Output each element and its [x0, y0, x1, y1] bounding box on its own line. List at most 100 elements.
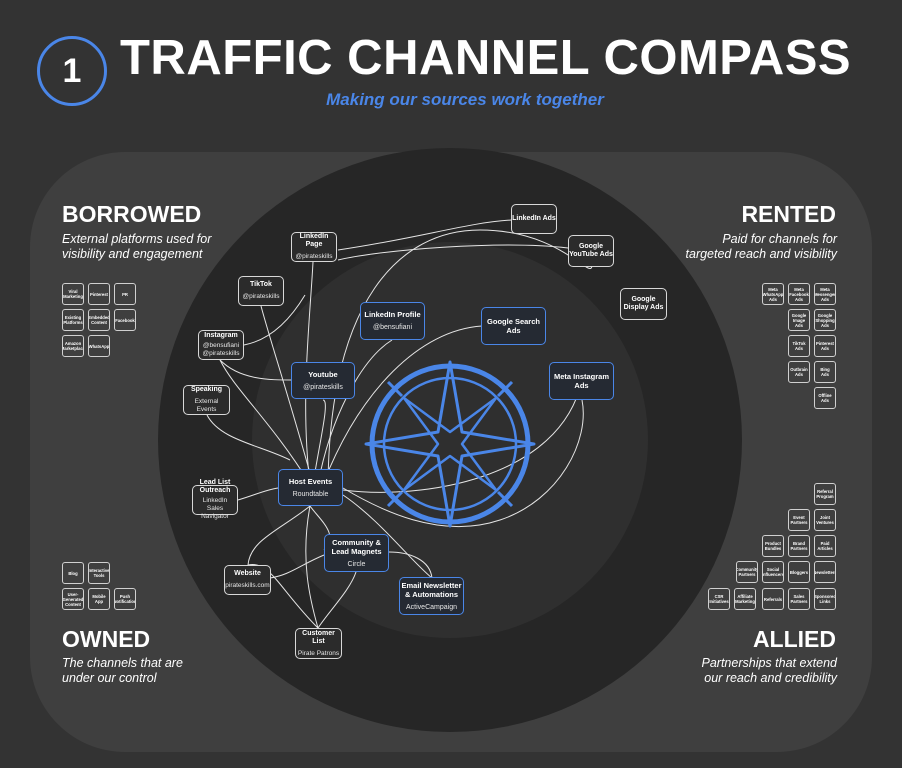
node-title: LinkedIn Page [299, 233, 329, 248]
mini-tile-allied[interactable]: Sponsored Links [814, 588, 836, 610]
mini-tile-borrowed[interactable]: Embedded Content [88, 309, 110, 331]
node-subtitle: @pirateskills [295, 253, 333, 260]
compass-star-diagonal [402, 396, 498, 492]
mini-tile-borrowed[interactable]: Existing Platforms [62, 309, 84, 331]
node-subtitle: pirateskills.com [225, 582, 270, 589]
node-google-youtube-ads[interactable]: Google YouTube Ads [568, 235, 614, 267]
node-title: LinkedIn Profile [364, 310, 421, 319]
node-linkedin-profile[interactable]: LinkedIn Profile @bensufiani [360, 302, 425, 340]
node-subtitle: ActiveCampaign [406, 603, 457, 611]
mini-tile-allied[interactable]: Referrals [762, 588, 784, 610]
borrowed-desc-line1: External platforms used for [62, 232, 212, 246]
node-instagram[interactable]: Instagram @bensufiani @pirateskills [198, 330, 244, 360]
node-youtube[interactable]: Youtube @pirateskills [291, 362, 355, 399]
node-subtitle: External Events [194, 398, 219, 413]
node-speaking[interactable]: Speaking External Events [183, 385, 230, 415]
mini-tile-allied[interactable]: Event Partners [788, 509, 810, 531]
mini-tile-allied[interactable]: Brand Partners [788, 535, 810, 557]
node-website[interactable]: Website pirateskills.com [224, 565, 271, 595]
node-subtitle: Roundtable [292, 490, 329, 498]
node-title: Meta Instagram Ads [553, 372, 610, 390]
mini-tile-allied[interactable]: Affiliate Marketing [734, 588, 756, 610]
owned-desc-line1: The channels that are [62, 656, 183, 670]
mini-tile-borrowed[interactable]: Facebook [114, 309, 136, 331]
node-lead-list-outreach[interactable]: Lead List Outreach LinkedIn Sales Naviga… [192, 479, 238, 520]
mini-tile-borrowed[interactable]: WhatsApp [88, 335, 110, 357]
owned-desc-line2: under our control [62, 671, 157, 685]
node-tiktok[interactable]: TikTok @pirateskills [238, 276, 284, 306]
mini-tile-rented[interactable]: Google Image Ads [788, 309, 810, 331]
node-community-lead-magnets[interactable]: Community & Lead Magnets Circle [324, 534, 389, 572]
node-title: Speaking [190, 386, 223, 393]
mini-tile-allied[interactable]: Social Influencers [762, 561, 784, 583]
mini-tile-allied[interactable]: CSR Initiatives [708, 588, 730, 610]
mini-tile-allied[interactable]: Joint Ventures [814, 509, 836, 531]
mini-tile-owned[interactable]: Mobile App [88, 588, 110, 610]
node-subtitle: @bensufiani [202, 342, 240, 349]
rented-title: RENTED [741, 201, 836, 227]
borrowed-description: External platforms used for visibility a… [62, 232, 211, 262]
mini-tile-rented[interactable]: Pinterest Ads [814, 335, 836, 357]
mini-tile-borrowed[interactable]: Viral Marketing [62, 283, 84, 305]
page-subtitle: Making our sources work together [326, 90, 604, 109]
mini-tile-rented[interactable]: Meta WhatsApp Ads [762, 283, 784, 305]
node-title: Customer List [302, 629, 335, 645]
node-subtitle: @bensufiani [372, 324, 413, 331]
node-google-display-ads[interactable]: Google Display Ads [620, 288, 667, 320]
mini-tile-rented[interactable]: Outbrain Ads [788, 361, 810, 383]
mini-tile-borrowed[interactable]: PR [114, 283, 136, 305]
mini-tile-owned[interactable]: Blog [62, 562, 84, 584]
mini-tile-borrowed[interactable]: Amazon Marketplace [62, 335, 84, 357]
node-subtitle: Circle [347, 560, 366, 568]
compass-tick [386, 380, 404, 398]
node-meta-instagram-ads[interactable]: Meta Instagram Ads [549, 362, 614, 400]
node-title: Google Search Ads [487, 317, 540, 335]
node-subtitle: @pirateskills [202, 350, 240, 357]
compass-rose [364, 360, 536, 528]
mini-tile-rented[interactable]: Google Shopping Ads [814, 309, 836, 331]
rented-description: Paid for channels for targeted reach and… [686, 232, 837, 262]
node-linkedin-page[interactable]: LinkedIn Page @pirateskills [291, 232, 337, 262]
step-number-badge: 1 [37, 36, 107, 106]
mini-tile-allied[interactable]: Bloggers [788, 561, 810, 583]
node-customer-list[interactable]: Customer List Pirate Patrons [295, 628, 342, 659]
allied-title: ALLIED [752, 626, 836, 652]
mini-tile-allied[interactable]: Sales Partners [788, 588, 810, 610]
mini-tile-allied[interactable]: Product Bundles [762, 535, 784, 557]
node-host-events[interactable]: Host Events Roundtable [278, 469, 343, 506]
mini-tile-borrowed[interactable]: Pinterest [88, 283, 110, 305]
mini-tile-owned[interactable]: Push Notification [114, 588, 136, 610]
node-google-search-ads[interactable]: Google Search Ads [481, 307, 546, 345]
node-title: Lead List Outreach [199, 479, 231, 494]
node-linkedin-ads[interactable]: LinkedIn Ads [511, 204, 557, 234]
node-subtitle: LinkedIn Sales Navigator [201, 497, 229, 520]
mini-tile-rented[interactable]: TikTok Ads [788, 335, 810, 357]
mini-tile-rented[interactable]: Bing Ads [814, 361, 836, 383]
mini-tile-rented[interactable]: Meta Facebook Ads [788, 283, 810, 305]
mini-tile-rented[interactable]: Offline Ads [814, 387, 836, 409]
mini-tile-allied[interactable]: Paid Articles [814, 535, 836, 557]
page-title: TRAFFIC CHANNEL COMPASS [120, 31, 852, 85]
rented-desc-line2: targeted reach and visibility [685, 247, 837, 261]
node-title: Instagram [204, 332, 238, 339]
node-title: Website [234, 570, 261, 577]
node-subtitle: @pirateskills [303, 383, 343, 391]
node-title: Host Events [288, 476, 333, 486]
node-email-newsletter[interactable]: Email Newsletter & Automations ActiveCam… [399, 577, 464, 615]
mini-tile-rented[interactable]: Meta Messenger Ads [814, 283, 836, 305]
mini-tile-owned[interactable]: User-Generated Content [62, 588, 84, 610]
mini-tile-owned[interactable]: Interactive Tools [88, 562, 110, 584]
mini-tile-allied[interactable]: Community Partners [736, 561, 758, 583]
owned-description: The channels that are under our control [62, 656, 183, 686]
node-title: Email Newsletter & Automations [401, 580, 462, 599]
mini-tile-allied[interactable]: Referral Program [814, 483, 836, 505]
node-title: Youtube [308, 369, 338, 379]
node-title: Google YouTube Ads [569, 243, 613, 258]
mini-tile-allied[interactable]: Newsletters [814, 561, 836, 583]
node-title: LinkedIn Ads [512, 215, 556, 222]
borrowed-title: BORROWED [62, 201, 202, 227]
node-title: Google Display Ads [623, 296, 664, 311]
node-title: Community & Lead Magnets [331, 537, 382, 556]
connector-lines [206, 219, 593, 629]
